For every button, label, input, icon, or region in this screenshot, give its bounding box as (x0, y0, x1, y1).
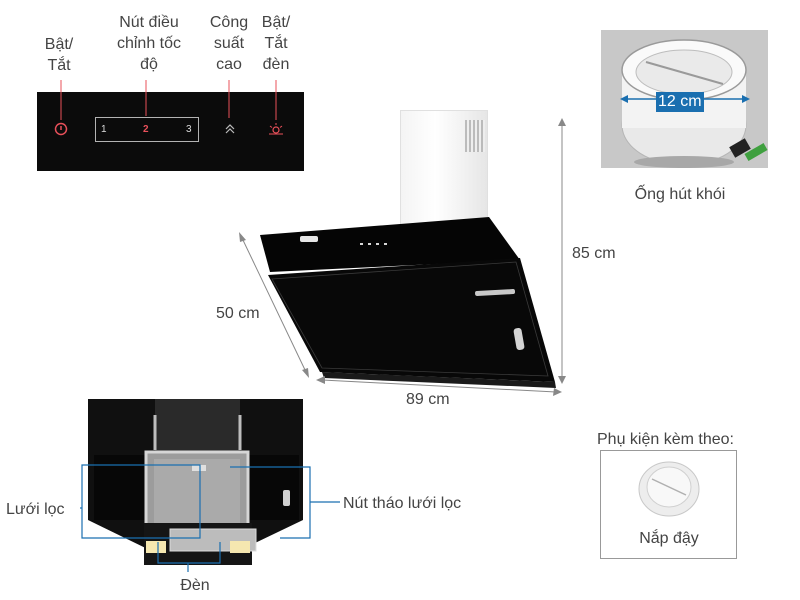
speed-selector (95, 117, 199, 142)
width-label: 89 cm (406, 391, 450, 408)
cap-label: Nắp đậy (639, 530, 699, 547)
label-light-toggle: Bật/ Tắt đèn (261, 14, 291, 73)
filter-label: Lưới lọc (6, 501, 65, 518)
pipe-diameter-label: 12 cm (656, 92, 704, 112)
panel-callout-lines (60, 80, 277, 120)
label-power: Bật/ Tắt (44, 36, 74, 74)
label-high-power: Công suất cao (209, 14, 249, 73)
height-label: 85 cm (572, 245, 616, 262)
lamp-label: Đèn (180, 577, 210, 594)
open-hood-photo (88, 399, 303, 565)
hood-drawing (239, 217, 563, 396)
depth-label: 50 cm (216, 305, 260, 322)
chevron-up-icon[interactable] (224, 123, 236, 135)
speed-3-button[interactable]: 3 (186, 124, 192, 135)
speed-2-button[interactable]: 2 (143, 124, 149, 135)
power-icon[interactable] (54, 122, 68, 136)
control-panel (37, 92, 304, 171)
accessories-title: Phụ kiện kèm theo: (597, 431, 734, 448)
speed-1-button[interactable]: 1 (101, 124, 107, 135)
label-speed-buttons: Nút điều chỉnh tốc độ (116, 14, 182, 73)
exhaust-pipe-caption: Ống hút khói (634, 186, 726, 203)
height-dimension-line (558, 118, 566, 384)
lightbulb-icon[interactable] (268, 122, 284, 137)
cap-image (638, 461, 700, 517)
open-hood-callouts (80, 464, 340, 572)
filter-release-label: Nút tháo lưới lọc (343, 495, 462, 512)
chimney-vent (465, 120, 485, 152)
